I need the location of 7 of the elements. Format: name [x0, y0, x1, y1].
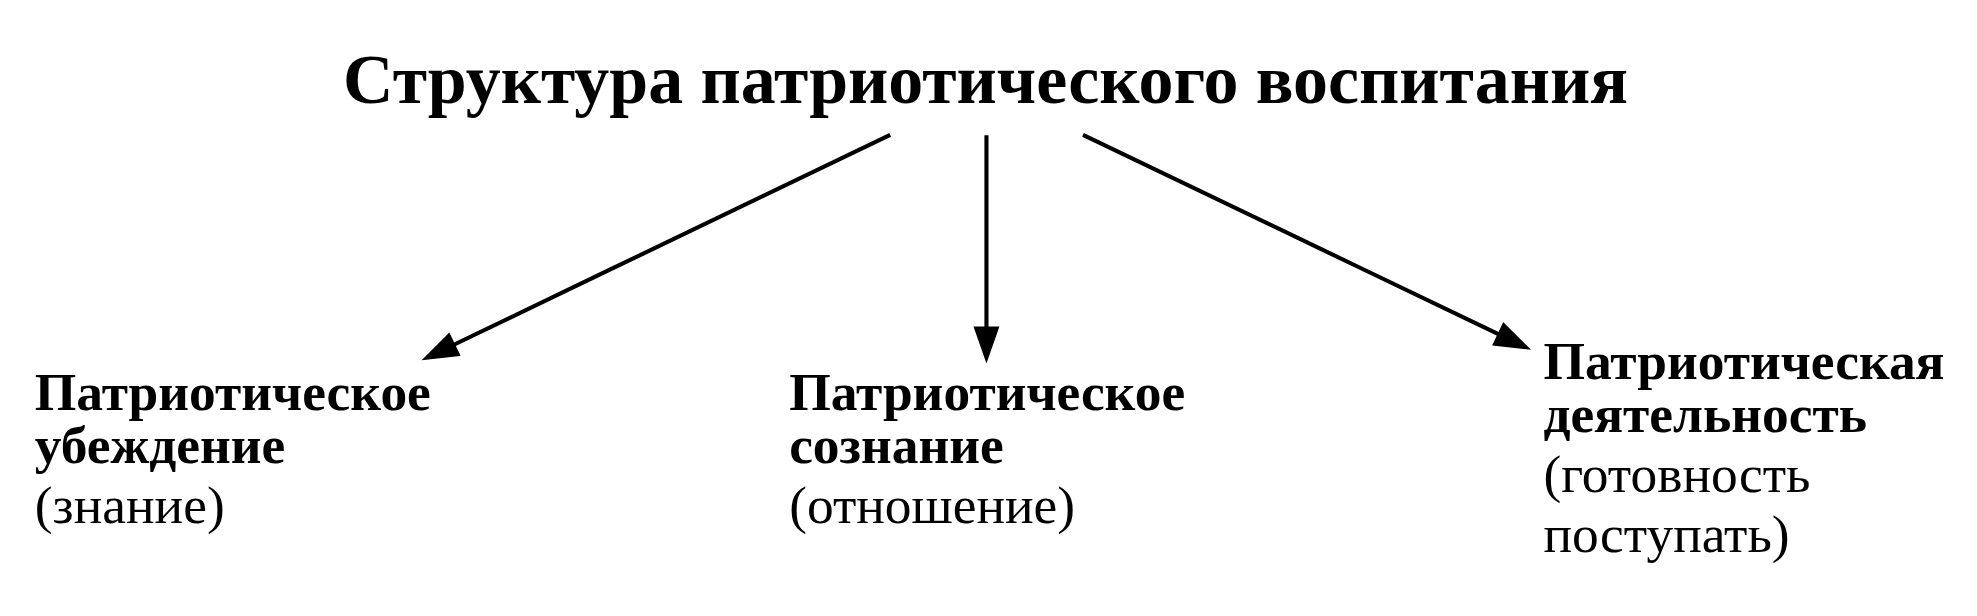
arrow [421, 132, 892, 360]
node-text: Патриотическое сознание (отношение) [789, 361, 1186, 535]
arrow [1082, 132, 1532, 350]
node-text: Структура патриотического воспитания [343, 40, 1628, 118]
node-text: Патриотическое убеждение (знание) [34, 361, 431, 535]
node-text: Патриотическая деятельность (готовность поступать) [1543, 330, 1945, 564]
arrow [973, 134, 1000, 364]
